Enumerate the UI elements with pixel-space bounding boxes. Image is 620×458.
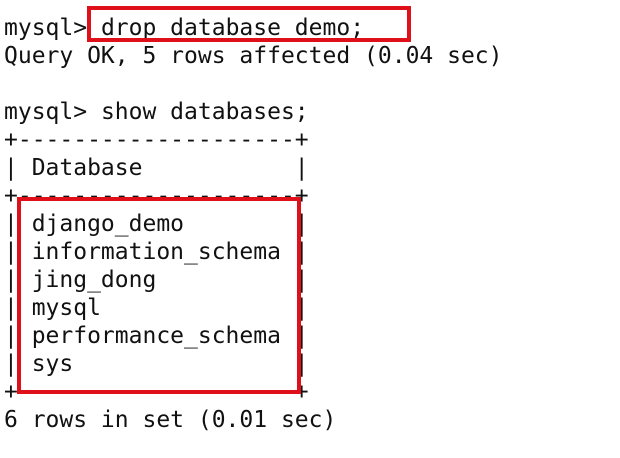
table-row: | information_schema | <box>4 239 309 265</box>
result-footer: 6 rows in set (0.01 sec) <box>4 407 337 433</box>
database-list-highlight <box>17 197 301 394</box>
table-row: | sys | <box>4 351 309 377</box>
table-row: | performance_schema | <box>4 323 309 349</box>
table-border-middle: +--------------------+ <box>4 183 309 209</box>
table-border-top: +--------------------+ <box>4 127 309 153</box>
drop-command-highlight <box>87 6 411 42</box>
table-header: | Database | <box>4 155 309 181</box>
drop-command: drop database demo; <box>87 15 365 41</box>
mysql-prompt: mysql> <box>4 15 88 41</box>
show-command-line: mysql> show databases; <box>4 98 309 126</box>
drop-command-line: mysql> drop database demo; <box>4 14 364 42</box>
show-command: show databases; <box>87 99 309 125</box>
drop-result: Query OK, 5 rows affected (0.04 sec) <box>4 43 503 69</box>
mysql-prompt: mysql> <box>4 99 88 125</box>
